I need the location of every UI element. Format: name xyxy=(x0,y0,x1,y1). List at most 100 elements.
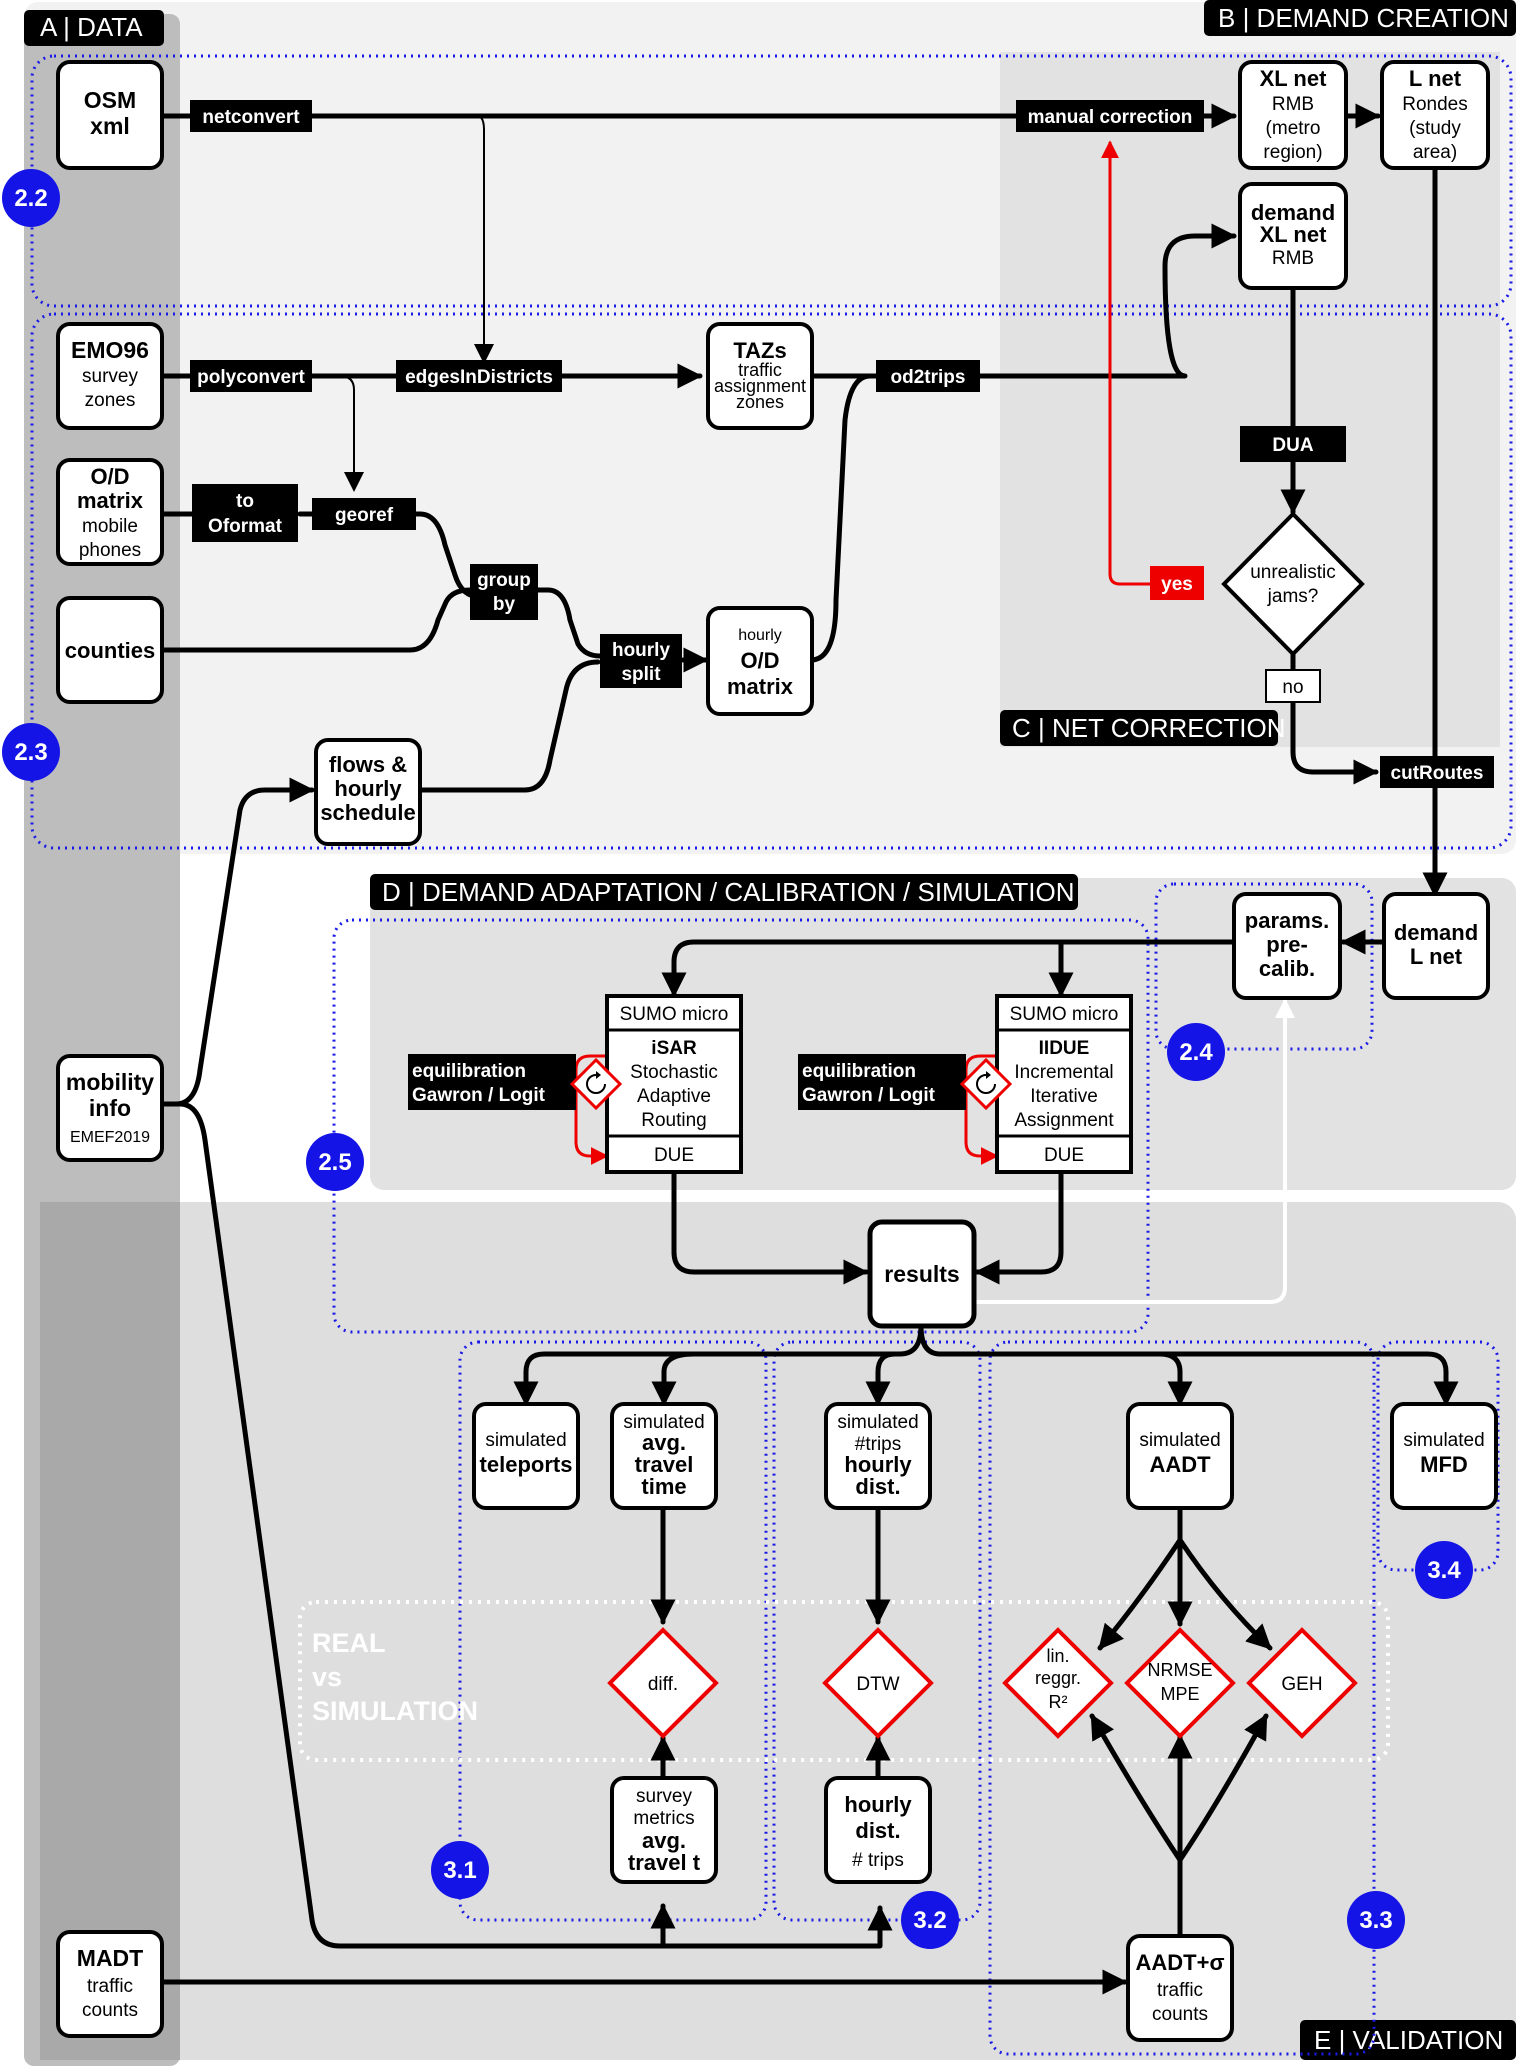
svg-text:hourly: hourly xyxy=(612,640,670,661)
svg-text:2.3: 2.3 xyxy=(14,739,47,766)
demand-xl-net-node[interactable]: demand XL net RMB xyxy=(1238,182,1348,290)
hourly-dist-trips-node[interactable]: hourly dist. # trips xyxy=(824,1776,932,1884)
hourly-od-matrix-node[interactable]: hourly O/D matrix xyxy=(706,606,814,716)
svg-text:traffic: traffic xyxy=(87,1976,133,1997)
svg-text:metrics: metrics xyxy=(633,1808,694,1829)
demand-l-net-node[interactable]: demand L net xyxy=(1382,892,1490,1000)
svg-text:Rondes: Rondes xyxy=(1402,94,1468,115)
svg-text:Iterative: Iterative xyxy=(1030,1086,1098,1107)
edges-in-districts-tool[interactable]: edgesInDistricts xyxy=(396,360,562,392)
svg-text:(study: (study xyxy=(1409,118,1461,139)
svg-text:equilibration: equilibration xyxy=(412,1061,526,1082)
simulated-teleports-node[interactable]: simulated teleports xyxy=(472,1402,580,1510)
equilibration-iidue-tool[interactable]: equilibration Gawron / Logit xyxy=(798,1054,966,1110)
svg-text:survey: survey xyxy=(636,1786,692,1807)
badge-3-4: 3.4 xyxy=(1415,1541,1473,1599)
aadt-traffic-counts-node[interactable]: AADT+σ traffic counts xyxy=(1126,1934,1234,2042)
real-vs-sim-label: REAL vs SIMULATION xyxy=(312,1628,478,1726)
svg-text:dist.: dist. xyxy=(855,1474,900,1499)
svg-text:3.4: 3.4 xyxy=(1427,1557,1461,1584)
svg-text:schedule: schedule xyxy=(320,800,415,825)
simulated-hourly-dist-node[interactable]: simulated #trips hourly dist. xyxy=(824,1402,932,1510)
svg-text:xml: xml xyxy=(90,113,130,139)
svg-text:Gawron / Logit: Gawron / Logit xyxy=(802,1085,936,1106)
sumo-isar-box[interactable]: SUMO micro iSAR Stochastic Adaptive Rout… xyxy=(605,994,743,1174)
results-node[interactable]: results xyxy=(867,1219,977,1329)
flows-schedule-node[interactable]: flows & hourly schedule xyxy=(314,738,422,846)
svg-text:3.3: 3.3 xyxy=(1359,1907,1392,1934)
osm-xml-node[interactable]: OSM xml xyxy=(56,60,164,170)
svg-text:XL net: XL net xyxy=(1260,222,1328,247)
svg-text:counties: counties xyxy=(65,638,155,663)
badge-2-3: 2.3 xyxy=(2,723,60,781)
badge-3-2: 3.2 xyxy=(901,1891,959,1949)
dtw-metric[interactable]: DTW xyxy=(822,1627,934,1739)
svg-text:3.1: 3.1 xyxy=(443,1857,476,1884)
od2trips-tool[interactable]: od2trips xyxy=(876,360,980,392)
params-pre-calib-node[interactable]: params. pre- calib. xyxy=(1232,892,1342,1000)
svg-text:Gawron / Logit: Gawron / Logit xyxy=(412,1085,546,1106)
tazs-node[interactable]: TAZs traffic assignment zones xyxy=(706,322,814,430)
xl-net-node[interactable]: XL net RMB (metro region) xyxy=(1238,60,1348,170)
group-by-tool[interactable]: group by xyxy=(470,564,538,620)
svg-text:info: info xyxy=(89,1095,131,1121)
counties-node[interactable]: counties xyxy=(56,596,164,704)
section-a-tag xyxy=(24,10,164,46)
badge-2-4: 2.4 xyxy=(1167,1023,1225,1081)
emo96-node[interactable]: EMO96 survey zones xyxy=(56,322,164,430)
hourly-split-tool[interactable]: hourly split xyxy=(600,634,682,688)
unrealistic-jams-decision[interactable]: unrealistic jams? xyxy=(1221,511,1365,657)
polyconvert-tool[interactable]: polyconvert xyxy=(190,360,312,392)
svg-text:simulated: simulated xyxy=(623,1412,704,1433)
svg-text:REAL: REAL xyxy=(312,1628,386,1658)
section-titles: A | DATA B | DEMAND CREATION C | NET COR… xyxy=(24,0,1516,2060)
svg-text:avg.: avg. xyxy=(642,1828,686,1853)
manual-correction-tool[interactable]: manual correction xyxy=(1016,100,1204,132)
equilibration-isar-tool[interactable]: equilibration Gawron / Logit xyxy=(408,1054,576,1110)
mobility-info-node[interactable]: mobility info EMEF2019 xyxy=(56,1054,164,1162)
survey-metrics-node[interactable]: survey metrics avg. travel t xyxy=(610,1776,718,1884)
badge-3-1: 3.1 xyxy=(431,1841,489,1899)
netconvert-tool[interactable]: netconvert xyxy=(190,100,312,132)
simulated-aadt-node[interactable]: simulated AADT xyxy=(1126,1402,1234,1510)
data-nodes: OSM xml EMO96 survey zones O/D matrix mo… xyxy=(56,60,164,2038)
section-c-tag xyxy=(1000,710,1278,746)
process-nodes: XL net RMB (metro region) L net Rondes (… xyxy=(314,60,1490,1329)
svg-text:DTW: DTW xyxy=(856,1674,899,1695)
svg-text:iSAR: iSAR xyxy=(651,1038,697,1059)
dua-tool[interactable]: DUA xyxy=(1240,426,1346,462)
svg-text:2.5: 2.5 xyxy=(318,1149,351,1176)
georef-tool[interactable]: georef xyxy=(312,498,416,530)
svg-text:travel t: travel t xyxy=(628,1850,701,1875)
svg-text:manual correction: manual correction xyxy=(1028,107,1193,128)
sumo-iidue-box[interactable]: SUMO micro IIDUE Incremental Iterative A… xyxy=(995,994,1133,1174)
section-a-title: A | DATA xyxy=(40,12,143,42)
validation-nodes: simulated teleports simulated avg. trave… xyxy=(472,1402,1498,2042)
demand-adaptation-panel xyxy=(370,878,1516,1190)
svg-text:mobile: mobile xyxy=(82,516,138,537)
svg-text:2.4: 2.4 xyxy=(1179,1039,1213,1066)
svg-text:no: no xyxy=(1282,677,1303,698)
svg-text:L net: L net xyxy=(1410,944,1463,969)
svg-text:SUMO micro: SUMO micro xyxy=(620,1004,729,1025)
nrmse-mpe-metric[interactable]: NRMSE MPE xyxy=(1124,1627,1236,1739)
section-b-tag xyxy=(1204,0,1516,36)
svg-text:EMEF2019: EMEF2019 xyxy=(70,1129,150,1146)
diff-metric[interactable]: diff. xyxy=(607,1627,719,1739)
l-net-node[interactable]: L net Rondes (study area) xyxy=(1380,60,1490,170)
to-oformat-tool[interactable]: to Oformat xyxy=(192,484,298,542)
section-e-title: E | VALIDATION xyxy=(1314,2025,1503,2055)
group-3-1 xyxy=(458,1340,768,1922)
svg-text:simulated: simulated xyxy=(1403,1430,1484,1451)
svg-text:yes: yes xyxy=(1161,574,1193,595)
simulated-mfd-node[interactable]: simulated MFD xyxy=(1390,1402,1498,1510)
cut-routes-tool[interactable]: cutRoutes xyxy=(1380,756,1494,788)
group-2-5 xyxy=(332,918,1150,1334)
svg-text:lin.: lin. xyxy=(1046,1646,1069,1666)
geh-metric[interactable]: GEH xyxy=(1246,1627,1358,1739)
madt-node[interactable]: MADT traffic counts xyxy=(56,1930,164,2038)
simulated-avg-travel-time-node[interactable]: simulated avg. travel time xyxy=(610,1402,718,1510)
svg-text:edgesInDistricts: edgesInDistricts xyxy=(405,367,553,388)
od-matrix-phones-node[interactable]: O/D matrix mobile phones xyxy=(56,458,164,566)
lin-reggr-metric[interactable]: lin. reggr. R² xyxy=(1002,1627,1114,1739)
